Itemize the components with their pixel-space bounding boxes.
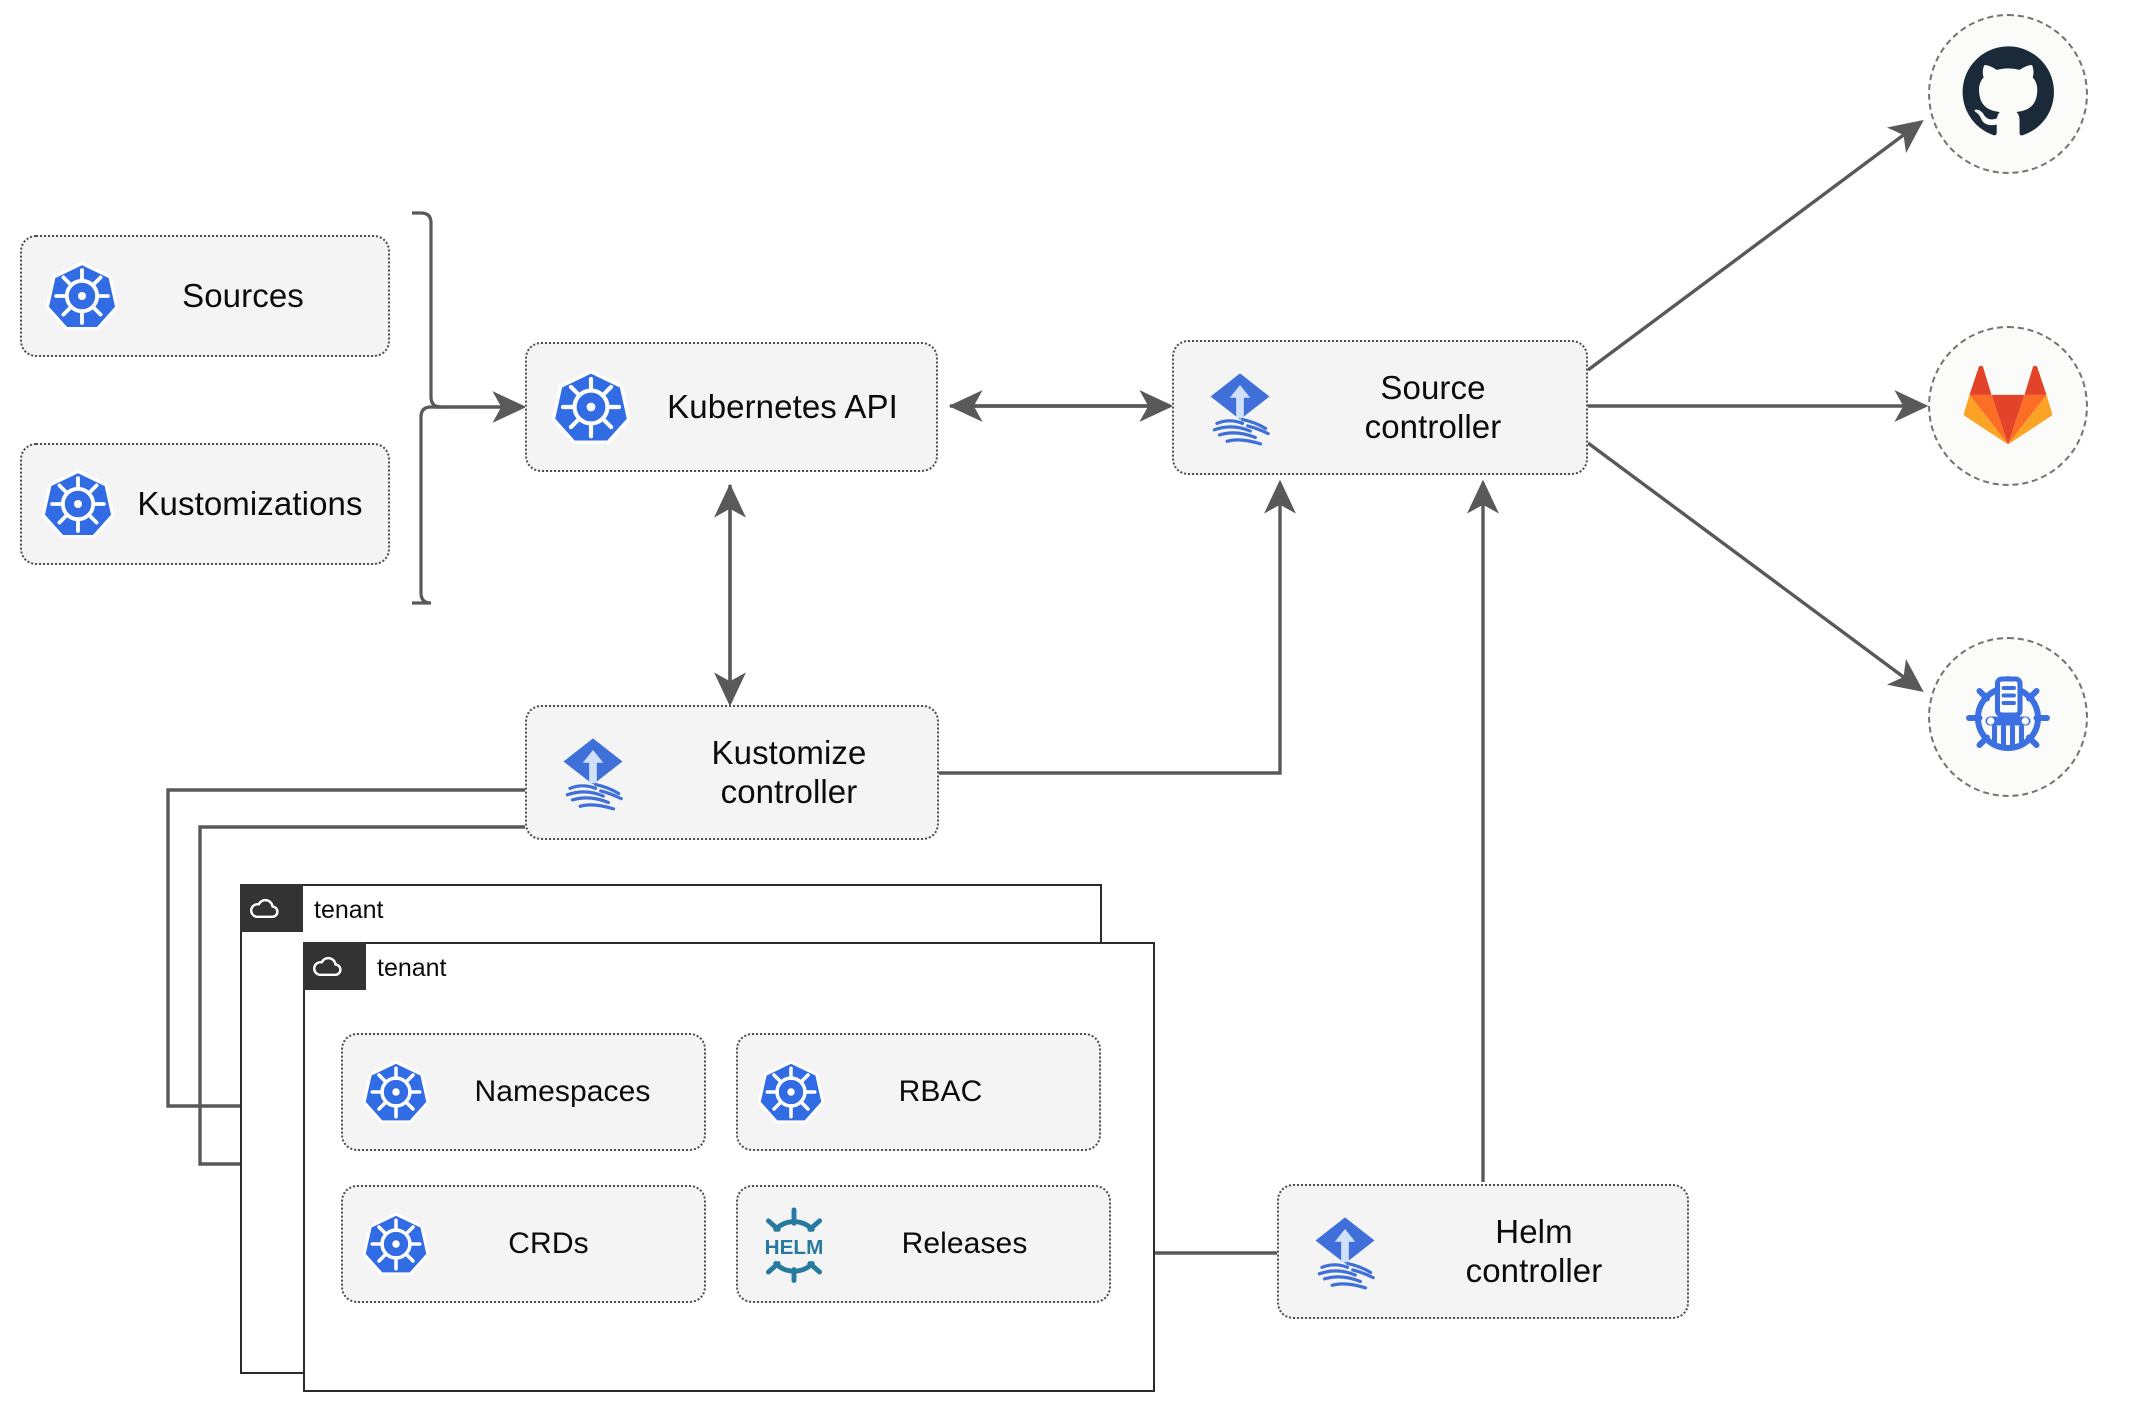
helm-logo-icon: HELM (738, 1205, 850, 1283)
cloud-icon (303, 942, 351, 990)
card-kustomizations[interactable]: Kustomizations (20, 443, 390, 565)
flux-icon (1279, 1211, 1411, 1293)
card-kustomize-controller[interactable]: Kustomize controller (525, 705, 939, 840)
card-namespaces[interactable]: Namespaces (341, 1033, 706, 1151)
card-rbac-label: RBAC (898, 1075, 983, 1109)
card-crds[interactable]: CRDs (341, 1185, 706, 1303)
github-icon (1960, 44, 2056, 145)
card-helm-controller[interactable]: Helm controller (1277, 1184, 1689, 1319)
tenant-label-back: tenant (314, 896, 384, 924)
card-releases[interactable]: HELM Releases (736, 1185, 1111, 1303)
badge-gitlab[interactable] (1928, 326, 2088, 486)
tenant-tab-front (302, 941, 366, 990)
card-releases-label: Releases (901, 1227, 1028, 1261)
gitlab-icon (1962, 360, 2054, 453)
edge-source-to-helmrepo (1586, 441, 1924, 693)
edge-kustomize-to-source (938, 479, 1296, 775)
kubernetes-icon (22, 260, 142, 332)
svg-text:HELM: HELM (765, 1236, 824, 1259)
kubernetes-icon (343, 1059, 449, 1125)
tenant-container-front[interactable]: tenant (302, 941, 1155, 1392)
card-sources[interactable]: Sources (20, 235, 390, 357)
tenant-label-front: tenant (377, 954, 447, 982)
kubernetes-icon (738, 1059, 844, 1125)
helm-chart-repository-icon (1960, 667, 2056, 768)
flux-icon (527, 732, 659, 814)
card-rbac[interactable]: RBAC (736, 1033, 1101, 1151)
card-kubernetes-api-label: Kubernetes API (667, 387, 898, 425)
kubernetes-icon (527, 368, 655, 446)
card-namespaces-label: Namespaces (474, 1075, 651, 1109)
edge-source-to-github (1586, 119, 1924, 372)
flux-icon (1174, 367, 1306, 449)
card-sources-label: Sources (182, 276, 304, 314)
card-kustomizations-label: Kustomizations (137, 484, 363, 522)
card-kustomize-controller-label: Kustomize controller (711, 733, 867, 810)
edge-bracket-sources (412, 211, 442, 605)
card-kubernetes-api[interactable]: Kubernetes API (525, 342, 938, 472)
card-source-controller[interactable]: Source controller (1172, 340, 1588, 475)
tenant-tab-back (239, 883, 303, 932)
badge-helm-repository[interactable] (1928, 637, 2088, 797)
cloud-icon (240, 884, 288, 932)
card-helm-controller-label: Helm controller (1465, 1212, 1603, 1289)
card-source-controller-label: Source controller (1364, 368, 1502, 445)
kubernetes-icon (22, 468, 134, 540)
card-crds-label: CRDs (508, 1227, 589, 1261)
kubernetes-icon (343, 1211, 449, 1277)
badge-github[interactable] (1928, 14, 2088, 174)
